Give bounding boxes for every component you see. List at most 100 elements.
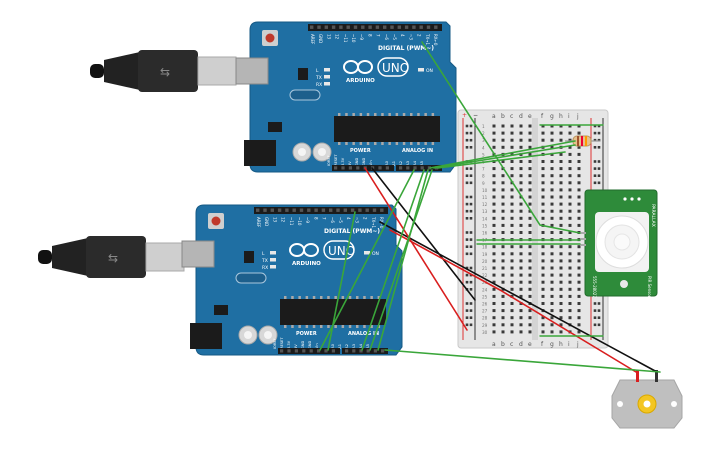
bb-hole[interactable] — [550, 181, 554, 185]
header-pin[interactable] — [385, 166, 389, 170]
bb-hole[interactable] — [510, 188, 514, 192]
bb-hole[interactable] — [528, 202, 532, 206]
header-pin[interactable] — [353, 25, 358, 29]
bb-hole[interactable] — [550, 195, 554, 199]
bb-hole[interactable] — [492, 167, 496, 171]
bb-hole[interactable] — [568, 181, 572, 185]
bb-hole[interactable] — [492, 330, 496, 334]
header-pin[interactable] — [397, 25, 401, 29]
bb-rail-hole[interactable] — [469, 174, 473, 177]
bb-hole[interactable] — [519, 124, 523, 128]
bb-hole[interactable] — [550, 245, 554, 249]
bb-hole[interactable] — [492, 252, 496, 256]
dc-jack[interactable] — [244, 140, 276, 166]
bb-hole[interactable] — [519, 174, 523, 178]
bb-rail-hole[interactable] — [465, 131, 469, 135]
bb-rail-hole[interactable] — [469, 195, 473, 199]
bb-hole[interactable] — [528, 223, 532, 227]
bb-rail-hole[interactable] — [469, 273, 473, 277]
bb-rail-hole[interactable] — [469, 302, 473, 305]
bb-hole[interactable] — [568, 167, 572, 171]
bb-hole[interactable] — [559, 223, 563, 227]
bb-hole[interactable] — [501, 216, 505, 220]
bb-rail-hole[interactable] — [469, 217, 473, 220]
header-pin[interactable] — [294, 349, 298, 353]
bb-hole[interactable] — [541, 273, 545, 277]
bb-rail-hole[interactable] — [597, 146, 601, 149]
bb-hole[interactable] — [510, 302, 514, 305]
bb-hole[interactable] — [559, 245, 563, 249]
resistor[interactable] — [565, 135, 600, 147]
bb-hole[interactable] — [528, 195, 532, 199]
usb-port[interactable] — [235, 57, 269, 85]
bb-rail-hole[interactable] — [597, 131, 601, 135]
bb-hole[interactable] — [519, 252, 523, 256]
wire-red-motor[interactable] — [389, 229, 637, 373]
bb-hole[interactable] — [541, 316, 545, 320]
header-pin[interactable] — [321, 208, 326, 212]
bb-hole[interactable] — [577, 330, 581, 334]
bb-rail-hole[interactable] — [593, 138, 597, 142]
bb-hole[interactable] — [510, 174, 514, 178]
bb-hole[interactable] — [528, 330, 532, 334]
header-pin[interactable] — [317, 25, 321, 29]
bb-hole[interactable] — [541, 259, 545, 263]
header-pin[interactable] — [256, 208, 260, 212]
bb-hole[interactable] — [568, 174, 572, 178]
bb-hole[interactable] — [519, 188, 523, 192]
bb-hole[interactable] — [528, 131, 532, 135]
bb-rail-hole[interactable] — [469, 138, 473, 142]
bb-hole[interactable] — [519, 259, 523, 263]
dc-jack[interactable] — [190, 323, 222, 349]
bb-hole[interactable] — [568, 202, 572, 206]
bb-hole[interactable] — [519, 266, 523, 270]
bb-rail-hole[interactable] — [597, 167, 601, 170]
dc-motor[interactable] — [611, 370, 683, 429]
bb-hole[interactable] — [568, 252, 572, 256]
usb-cable-top[interactable]: ⇆ — [90, 50, 237, 92]
bb-hole[interactable] — [528, 316, 532, 320]
bb-hole[interactable] — [559, 124, 563, 128]
bb-rail-hole[interactable] — [465, 323, 469, 327]
bb-hole[interactable] — [541, 231, 545, 234]
bb-hole[interactable] — [528, 309, 532, 313]
bb-hole[interactable] — [541, 280, 545, 284]
header-pin[interactable] — [331, 349, 335, 353]
wire-red-5v[interactable] — [364, 167, 468, 331]
bb-rail-hole[interactable] — [593, 181, 597, 185]
bb-rail-hole[interactable] — [469, 231, 473, 234]
bb-hole[interactable] — [568, 195, 572, 199]
bb-hole[interactable] — [568, 188, 572, 192]
bb-hole[interactable] — [559, 330, 563, 334]
bb-hole[interactable] — [501, 302, 505, 305]
bb-rail-hole[interactable] — [465, 309, 469, 312]
wire-green-a[interactable] — [429, 140, 576, 169]
bb-hole[interactable] — [559, 216, 563, 220]
header-pin[interactable] — [399, 166, 403, 170]
bb-hole[interactable] — [577, 160, 581, 163]
bb-hole[interactable] — [492, 195, 496, 199]
header-pin[interactable] — [285, 208, 289, 212]
header-pin[interactable] — [361, 25, 365, 29]
bb-hole[interactable] — [519, 167, 523, 171]
bb-hole[interactable] — [519, 273, 523, 277]
usb-port[interactable] — [181, 240, 215, 268]
bb-rail-hole[interactable] — [469, 288, 473, 291]
bb-hole[interactable] — [492, 280, 496, 284]
header-pin[interactable] — [307, 208, 311, 212]
bb-hole[interactable] — [510, 216, 514, 220]
bb-hole[interactable] — [492, 316, 496, 320]
bb-hole[interactable] — [510, 330, 514, 334]
analog-header[interactable] — [342, 348, 388, 354]
bb-hole[interactable] — [492, 174, 496, 178]
bb-hole[interactable] — [568, 266, 572, 270]
bb-hole[interactable] — [559, 181, 563, 185]
wire-green-h[interactable] — [327, 211, 356, 351]
bb-hole[interactable] — [501, 145, 505, 149]
bb-rail-hole[interactable] — [597, 138, 601, 142]
bb-hole[interactable] — [568, 316, 572, 320]
bb-hole[interactable] — [550, 273, 554, 277]
bb-hole[interactable] — [492, 131, 496, 135]
bb-hole[interactable] — [550, 330, 554, 334]
bb-rail-hole[interactable] — [465, 273, 469, 277]
